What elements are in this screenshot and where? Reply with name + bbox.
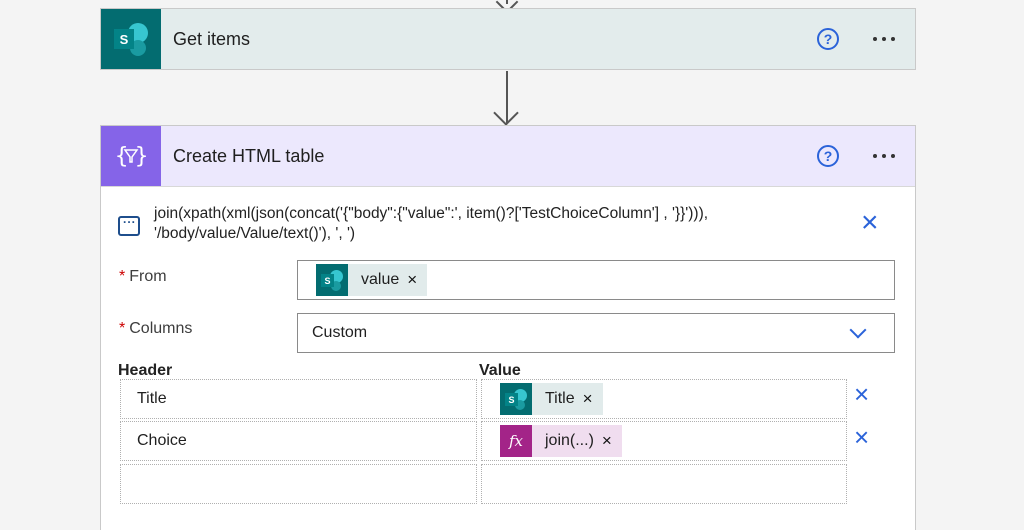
value-cell-choice[interactable]: fx join(...) ×: [481, 421, 847, 461]
columns-label: *Columns: [119, 320, 193, 337]
help-icon[interactable]: ?: [817, 28, 839, 50]
svg-text:}: }: [135, 144, 148, 169]
chevron-down-icon[interactable]: [849, 321, 867, 339]
value-token-label: value: [361, 271, 400, 288]
expression-token-label: join(...): [545, 432, 594, 449]
value-column-title: Value: [479, 362, 521, 379]
columns-select[interactable]: Custom: [297, 313, 895, 353]
down-arrow-icon: [493, 100, 519, 126]
header-cell-choice[interactable]: Choice: [120, 421, 477, 461]
sharepoint-icon: S: [500, 383, 532, 415]
create-html-table-header[interactable]: { } Create HTML table ?: [101, 126, 915, 186]
get-items-header[interactable]: S Get items ?: [101, 9, 915, 69]
more-options-icon[interactable]: [873, 154, 895, 158]
delete-row-icon[interactable]: ×: [854, 379, 870, 409]
header-cell-title[interactable]: Title: [120, 379, 477, 419]
get-items-card[interactable]: S Get items ?: [100, 8, 916, 70]
from-field[interactable]: S value ×: [297, 260, 895, 300]
comment-text[interactable]: join(xpath(xml(json(concat('{"body":{"va…: [154, 205, 709, 242]
header-column-title: Header: [118, 362, 173, 379]
create-html-table-title: Create HTML table: [173, 145, 325, 166]
title-token-label: Title: [545, 390, 575, 407]
comment-icon: [118, 212, 140, 236]
more-options-icon[interactable]: [873, 37, 895, 41]
top-connector: [506, 0, 508, 4]
fx-icon: fx: [500, 425, 532, 457]
svg-text:{: {: [115, 144, 128, 169]
header-cell-empty[interactable]: [120, 464, 477, 504]
remove-token-icon[interactable]: ×: [582, 389, 593, 408]
sharepoint-icon: S: [316, 264, 348, 296]
data-operation-icon: { }: [101, 126, 161, 186]
help-icon[interactable]: ?: [817, 145, 839, 167]
expression-token[interactable]: fx join(...) ×: [500, 425, 622, 457]
columns-selected-value: Custom: [312, 324, 368, 341]
comment-row: join(xpath(xml(json(concat('{"body":{"va…: [118, 204, 898, 244]
title-token[interactable]: S Title ×: [500, 383, 603, 415]
action-body: join(xpath(xml(json(concat('{"body":{"va…: [101, 186, 915, 526]
remove-token-icon[interactable]: ×: [601, 431, 612, 450]
step-connector: [506, 71, 508, 123]
remove-token-icon[interactable]: ×: [407, 270, 418, 289]
delete-row-icon[interactable]: ×: [854, 422, 870, 452]
get-items-title: Get items: [173, 28, 251, 49]
sharepoint-icon: S: [101, 9, 161, 69]
value-cell-title[interactable]: S Title ×: [481, 379, 847, 419]
value-token[interactable]: S value ×: [316, 264, 428, 296]
from-label: *From: [119, 268, 167, 285]
close-comment-icon[interactable]: ×: [861, 206, 879, 239]
value-cell-empty[interactable]: [481, 464, 847, 504]
